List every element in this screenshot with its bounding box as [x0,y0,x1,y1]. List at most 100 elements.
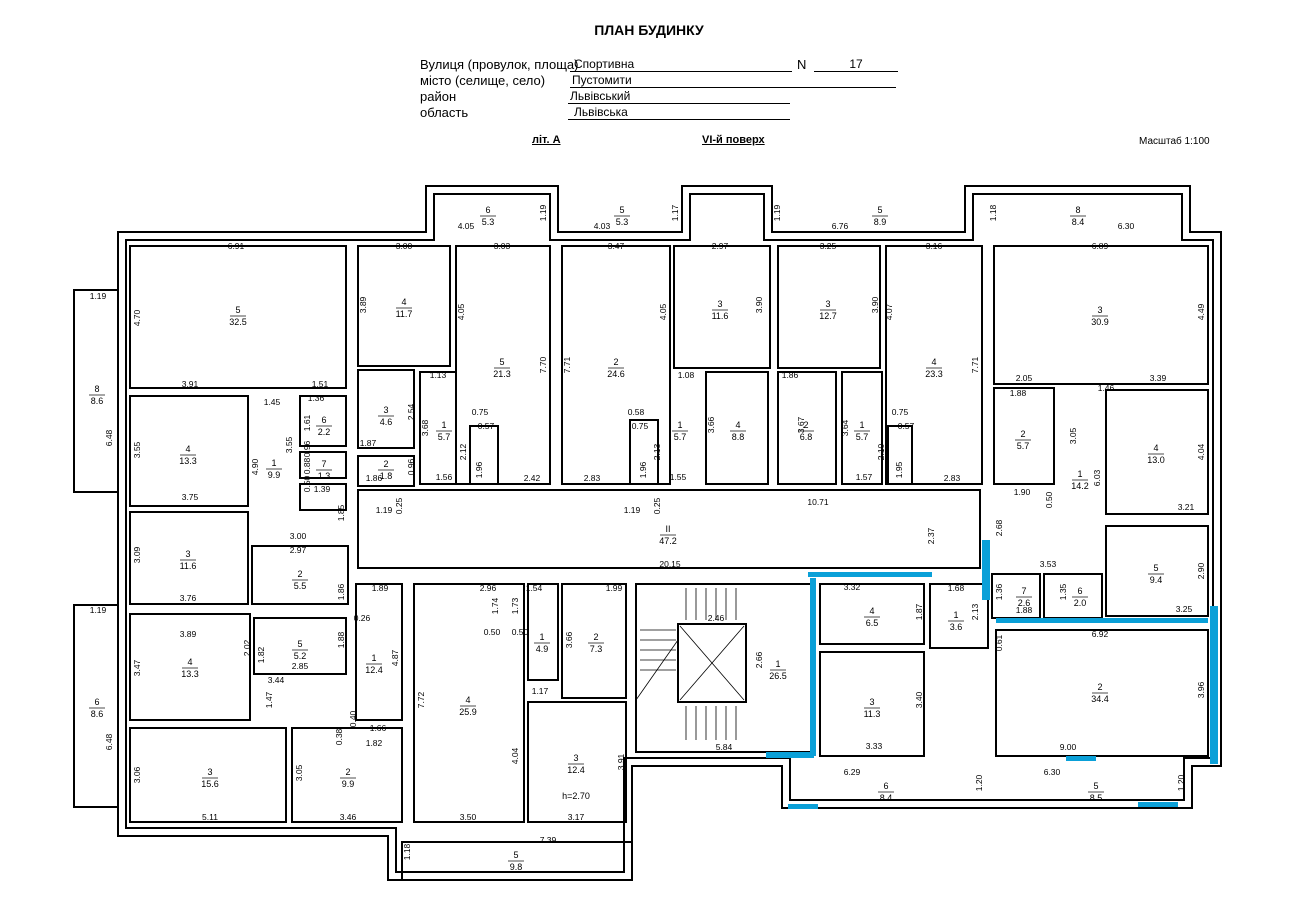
dimension-label: 7.71 [970,356,980,373]
room-number: 5 [1153,563,1158,573]
room-number: 6 [321,415,326,425]
dimension-label: 0.58 [628,407,645,417]
room-area: 2.0 [1074,598,1087,608]
number-label: N [797,57,807,72]
room-area: 13.3 [179,456,197,466]
dimension-label: 1.57 [856,472,873,482]
dimension-label: 6.30 [1044,767,1061,777]
room-number: 1 [1077,469,1082,479]
dimension-label: 5.84 [716,742,733,752]
room-area: 5.5 [294,581,307,591]
dimension-label: 6.92 [1092,629,1109,639]
city-value-text: Пустомити [572,73,632,87]
room-area: 1.8 [380,471,393,481]
room-number: 4 [465,695,470,705]
dimension-label: 1.95 [894,461,904,478]
room-area: 8.4 [880,793,893,803]
ceiling-height-note: h=2.70 [562,791,590,801]
dimension-label: 3.90 [754,296,764,313]
dimension-label: 2.97 [290,545,307,555]
dimension-label: 4.05 [456,303,466,320]
dimension-label: 1.55 [670,472,687,482]
room-number: 7 [1021,586,1026,596]
dimension-label: 1.82 [256,646,266,663]
floor-label: VI-й поверх [702,134,765,146]
dimension-label: 3.25 [1176,604,1193,614]
room-number: 2 [613,357,618,367]
room-area: 8.9 [874,217,887,227]
number-value: 17 [814,57,898,72]
room-area: 7.3 [590,644,603,654]
room-number: 8 [1075,205,1080,215]
dimension-label: 3.39 [1150,373,1167,383]
room-number: 4 [869,606,874,616]
dimension-label: 0.57 [478,421,495,431]
room-area: 5.3 [616,217,629,227]
dimension-label: 3.00 [396,241,413,251]
dimension-label: 3.90 [870,296,880,313]
dimension-label: 1.51 [312,379,329,389]
street-value: Спортивна [570,57,792,72]
dimension-label: 1.18 [402,843,412,860]
room-number: 3 [1097,305,1102,315]
dimension-label: 2.66 [754,651,764,668]
room-number: 6 [883,781,888,791]
room-area: 21.3 [493,369,511,379]
room-number: 1 [271,458,276,468]
dimension-label: 6.91 [228,241,245,251]
district-value-text: Львівський [570,89,631,103]
dimension-label: 1.89 [372,583,389,593]
dimension-label: 7.72 [416,691,426,708]
room-number: 1 [953,610,958,620]
room-area: 3.6 [950,622,963,632]
dimension-label: 3.67 [796,416,806,433]
room-area: 12.4 [567,765,585,775]
room-area: 9.8 [510,862,523,872]
dimension-label: 1.36 [994,583,1004,600]
room-number: 1 [441,420,446,430]
room-number: 6 [94,697,99,707]
street-value-text: Спортивна [574,57,635,71]
dimension-label: 2.13 [970,603,980,620]
region-value-text: Львівська [574,105,628,119]
dimension-label: 3.25 [820,241,837,251]
room-area: 13.3 [181,669,199,679]
dimension-label: 1.74 [490,597,500,614]
dimension-label: 2.54 [406,403,416,420]
region-value: Львівська [568,105,790,120]
dimension-label: 1.82 [366,738,383,748]
dimension-label: 7.39 [540,835,557,845]
room-number: 5 [499,357,504,367]
dimension-label: 0.75 [472,407,489,417]
dimension-label: 2.02 [242,639,252,656]
room-number: 1 [539,632,544,642]
room-area: 9.9 [268,470,281,480]
dimension-label: 1.87 [360,438,377,448]
dimension-label: 1.68 [948,583,965,593]
dimension-label: 0.50 [302,475,312,492]
dimension-label: 1.35 [1058,583,1068,600]
dimension-label: 1.90 [1014,487,1031,497]
dimension-label: 3.03 [494,241,511,251]
dimension-label: 3.46 [340,812,357,822]
room-number: 3 [185,549,190,559]
dimension-label: 1.66 [370,723,387,733]
dimension-label: 3.40 [914,691,924,708]
dimension-label: 3.47 [608,241,625,251]
dimension-label: 4.05 [658,303,668,320]
dimension-label: 1.08 [678,370,695,380]
district-value: Львівський [568,89,790,104]
room-area: 5.7 [1017,441,1030,451]
dimension-label: 6.76 [832,221,849,231]
room-number: 3 [207,767,212,777]
room-number: 6 [1077,586,1082,596]
dimension-label: 4.05 [458,221,475,231]
room-area: 2.6 [1018,598,1031,608]
dimension-label: 2.37 [926,527,936,544]
room-number: 4 [185,444,190,454]
dimension-label: 5.11 [202,812,218,822]
dimension-label: 0.50 [1044,491,1054,508]
dimension-label: 1.99 [606,583,623,593]
room-number: 2 [345,767,350,777]
room-area: 34.4 [1091,694,1109,704]
